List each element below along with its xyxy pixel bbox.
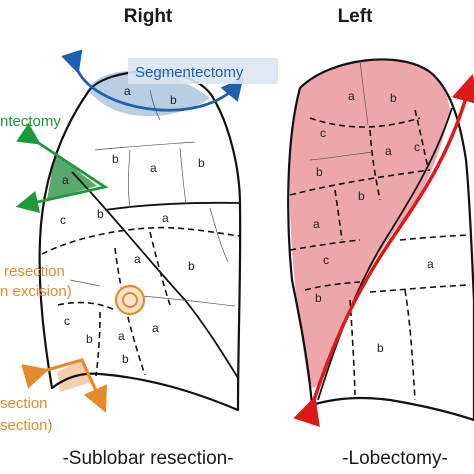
segment-label: b bbox=[390, 91, 397, 105]
right-lung: a b b a b a c b a a b a c b a b Segmente… bbox=[0, 49, 278, 434]
segment-label: a bbox=[118, 329, 125, 343]
right-fissure-horizontal bbox=[104, 201, 241, 211]
segment-label: a bbox=[162, 211, 169, 225]
left-title: Left bbox=[338, 6, 374, 27]
segment-label: c bbox=[320, 126, 326, 140]
orange-label-line2: section) bbox=[0, 417, 53, 434]
subsegmentectomy-region bbox=[47, 153, 97, 200]
segment-label: a bbox=[348, 89, 355, 103]
segment-label: a bbox=[150, 161, 157, 175]
segment-label: c bbox=[64, 314, 70, 328]
right-title: Right bbox=[124, 6, 173, 27]
segment-label: a bbox=[62, 173, 69, 187]
segment-label: b bbox=[316, 165, 323, 179]
segment-label: a bbox=[427, 257, 434, 271]
target-ring-icon bbox=[114, 284, 146, 316]
right-caption: -Sublobar resection- bbox=[62, 448, 233, 469]
left-lung: a b c a c b b a c b a b bbox=[287, 58, 474, 427]
segment-label: b bbox=[315, 291, 322, 305]
orange-label-line1: section bbox=[0, 395, 48, 412]
segment-label: a bbox=[313, 217, 320, 231]
segmentectomy-label-bg bbox=[128, 58, 278, 84]
orange-resection-arrow bbox=[21, 358, 108, 413]
left-caption: -Lobectomy- bbox=[342, 448, 448, 469]
segment-label: b bbox=[377, 341, 384, 355]
segment-label: c bbox=[414, 140, 420, 154]
segment-label: b bbox=[358, 189, 365, 203]
segment-label: c bbox=[323, 253, 329, 267]
segment-label: b bbox=[122, 352, 129, 366]
segment-label: b bbox=[198, 156, 205, 170]
wedge-label-line1: resection bbox=[4, 263, 65, 280]
right-fissure-oblique bbox=[71, 171, 239, 379]
segment-label: b bbox=[97, 207, 104, 221]
segment-label: b bbox=[86, 332, 93, 346]
segment-label: a bbox=[124, 84, 131, 98]
segment-label: a bbox=[134, 252, 141, 266]
segment-label: b bbox=[170, 93, 177, 107]
wedge-label-line2: n excision) bbox=[0, 283, 72, 300]
segment-label: a bbox=[385, 144, 392, 158]
segment-label: b bbox=[188, 259, 195, 273]
segment-label: c bbox=[60, 213, 66, 227]
segmentectomy-label: Segmentectomy bbox=[135, 64, 244, 81]
lobectomy-arrow bbox=[293, 73, 474, 427]
segment-label: a bbox=[152, 321, 159, 335]
subsegmentectomy-label: ntectomy bbox=[0, 113, 61, 130]
segmentectomy-arrow bbox=[61, 49, 244, 112]
subsegmentectomy-arrow bbox=[15, 122, 109, 213]
segment-label: b bbox=[112, 152, 119, 166]
